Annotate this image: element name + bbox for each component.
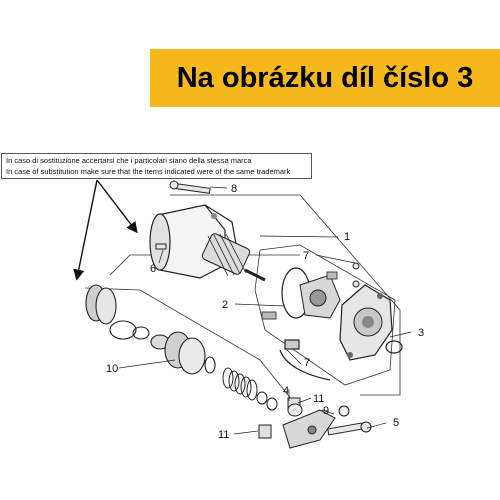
end-cover — [339, 284, 403, 361]
spring — [222, 367, 278, 411]
screws — [155, 180, 372, 436]
banner-text: Na obrázku díl číslo 3 — [176, 61, 474, 94]
armature — [201, 233, 266, 282]
callout-4: 4 — [283, 385, 289, 397]
callout-6: 6 — [150, 263, 156, 275]
callout-2: 2 — [222, 299, 228, 311]
starter-clutch — [85, 284, 216, 375]
callout-7-upper: 7 — [303, 250, 309, 262]
callout-8: 8 — [231, 183, 237, 195]
note-line-italian: In caso di sostituzione accertarsi che i… — [6, 156, 252, 165]
callout-11-left: 11 — [218, 429, 229, 441]
callout-3: 3 — [418, 327, 424, 339]
lever-and-bushings — [258, 397, 350, 449]
callout-7-lower: 7 — [304, 357, 310, 369]
callout-labels: 1 2 3 4 5 6 7 7 8 9 10 11 11 — [106, 183, 424, 441]
part-number-banner: Na obrázku díl číslo 3 — [150, 49, 500, 107]
pointer-arrows — [73, 179, 138, 281]
leader-lines — [118, 186, 412, 435]
callout-5: 5 — [393, 417, 399, 429]
brush-plate — [261, 267, 341, 320]
note-line-english: In case of substitution make sure that t… — [6, 167, 291, 176]
callout-10: 10 — [106, 363, 118, 375]
callout-1: 1 — [344, 231, 350, 243]
callout-11-right: 11 — [313, 393, 324, 405]
callout-9: 9 — [323, 405, 329, 417]
wire-lead — [279, 339, 331, 381]
substitution-note: In caso di sostituzione accertarsi che i… — [1, 153, 312, 179]
